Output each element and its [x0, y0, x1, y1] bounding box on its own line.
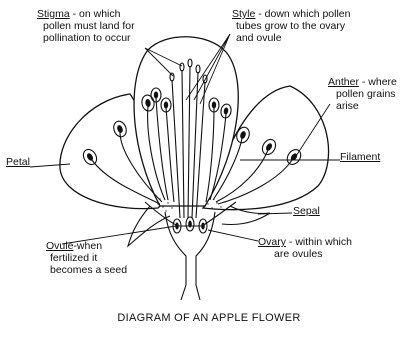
stigma-desc: - on which	[70, 8, 121, 20]
stem	[181, 285, 200, 300]
stigma-term: Stigma	[37, 8, 70, 20]
ovules	[173, 217, 207, 233]
anther-desc-line2: pollen grains	[328, 88, 397, 100]
ovary-term: Ovary	[258, 236, 286, 248]
anther-desc: - where	[359, 76, 397, 88]
ovule-term: Ovule	[46, 240, 73, 252]
anther-label: Anther - where pollen grains arise	[328, 76, 397, 112]
anther-term: Anther	[328, 76, 359, 88]
style-label: Style - down which pollen tubes grow to …	[232, 8, 350, 44]
style-desc-line2: tubes grow to the ovary	[232, 20, 350, 32]
petal-label: Petal	[6, 156, 30, 168]
ovule-desc-line2: fertilized it	[46, 252, 127, 264]
ovary-leader	[208, 230, 258, 241]
sepal-label: Sepal	[293, 205, 320, 217]
ovule-desc: -when	[73, 240, 102, 252]
style-term: Style	[232, 8, 255, 20]
sepal-term: Sepal	[293, 205, 320, 217]
stigma-desc-line3: pollination to occur	[37, 32, 135, 44]
anther-desc-line3: arise	[328, 100, 397, 112]
stigma-label: Stigma - on which pollen must land for p…	[37, 8, 135, 44]
filament-term: Filament	[340, 151, 380, 163]
ovary-desc-line2: are ovules	[258, 248, 352, 260]
ovary-label: Ovary - within which are ovules	[258, 236, 352, 260]
filament-label: Filament	[340, 151, 380, 163]
stigma-desc-line2: pollen must land for	[37, 20, 135, 32]
ovule-desc-line3: becomes a seed	[46, 264, 127, 276]
sepal-left	[128, 206, 170, 246]
style-desc-line3: and ovule	[232, 32, 350, 44]
ovary-desc: - within which	[286, 236, 352, 248]
petal-term: Petal	[6, 156, 30, 168]
diagram-caption: DIAGRAM OF AN APPLE FLOWER	[0, 312, 418, 324]
style-desc: - down which pollen	[255, 8, 350, 20]
ovule-label: Ovule-when fertilized it becomes a seed	[46, 240, 127, 276]
